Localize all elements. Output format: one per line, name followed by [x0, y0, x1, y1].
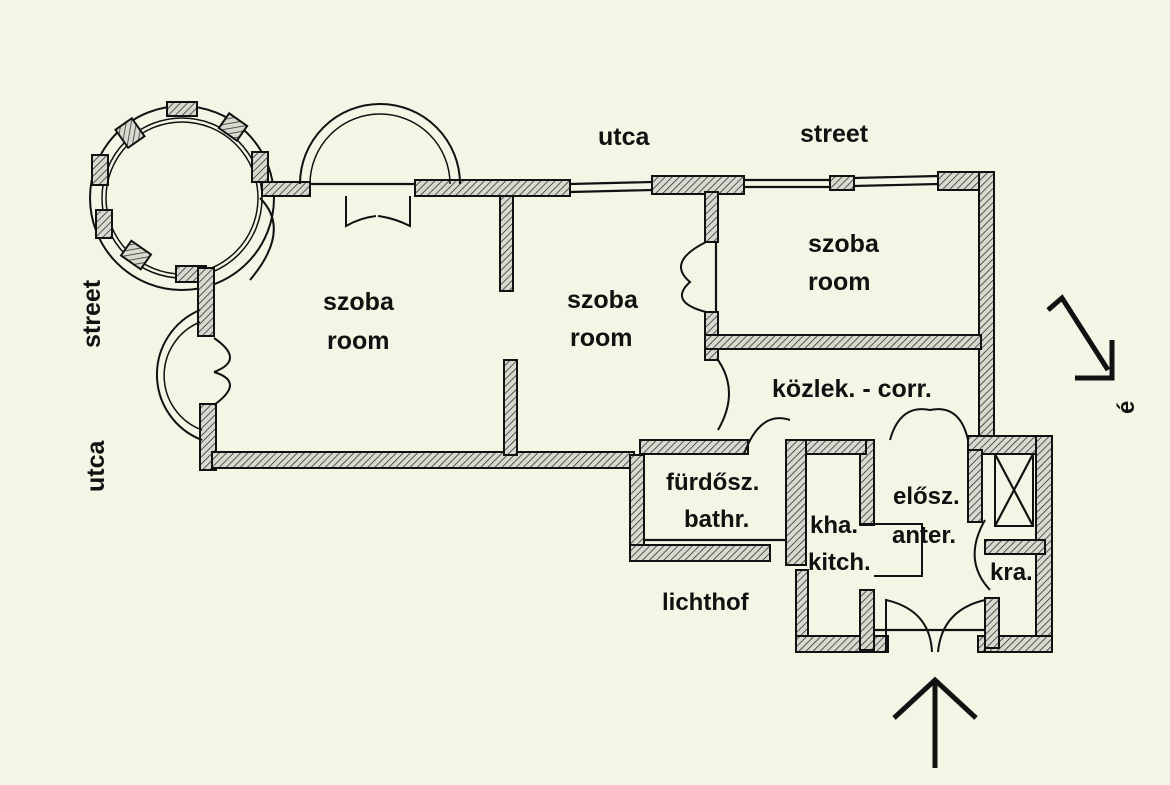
- lightwell-label: lichthof: [662, 589, 750, 616]
- round-tower: [89, 101, 275, 291]
- pantry-label: kra.: [990, 559, 1033, 586]
- street-label-top-hu: utca: [598, 123, 651, 151]
- anteroom-hu: elősz.: [893, 483, 960, 510]
- walls: [197, 171, 1053, 653]
- entrance-arrow-icon: [892, 676, 978, 768]
- street-label-left-en: street: [78, 279, 106, 348]
- room-left-hu: szoba: [323, 288, 395, 316]
- kitchen-hu: kha.: [810, 512, 858, 539]
- room-mid-en: room: [570, 324, 633, 352]
- corridor-label: közlek. - corr.: [772, 375, 932, 403]
- street-label-top-en: street: [800, 120, 869, 148]
- room-mid-hu: szoba: [567, 286, 639, 314]
- doors: [213, 196, 991, 653]
- thin-lines: [310, 174, 1034, 632]
- room-right-hu: szoba: [808, 230, 880, 258]
- north-label: é: [1113, 401, 1140, 414]
- room-left-en: room: [327, 327, 390, 355]
- bathroom-hu: fürdősz.: [666, 469, 759, 496]
- kitchen-en: kitch.: [808, 549, 871, 576]
- north-arrow-icon: [1046, 294, 1115, 381]
- street-label-left-hu: utca: [82, 440, 110, 493]
- room-right-en: room: [808, 268, 871, 296]
- bathroom-en: bathr.: [684, 506, 749, 533]
- bay-windows: [155, 103, 461, 441]
- anteroom-en: anter.: [892, 522, 956, 549]
